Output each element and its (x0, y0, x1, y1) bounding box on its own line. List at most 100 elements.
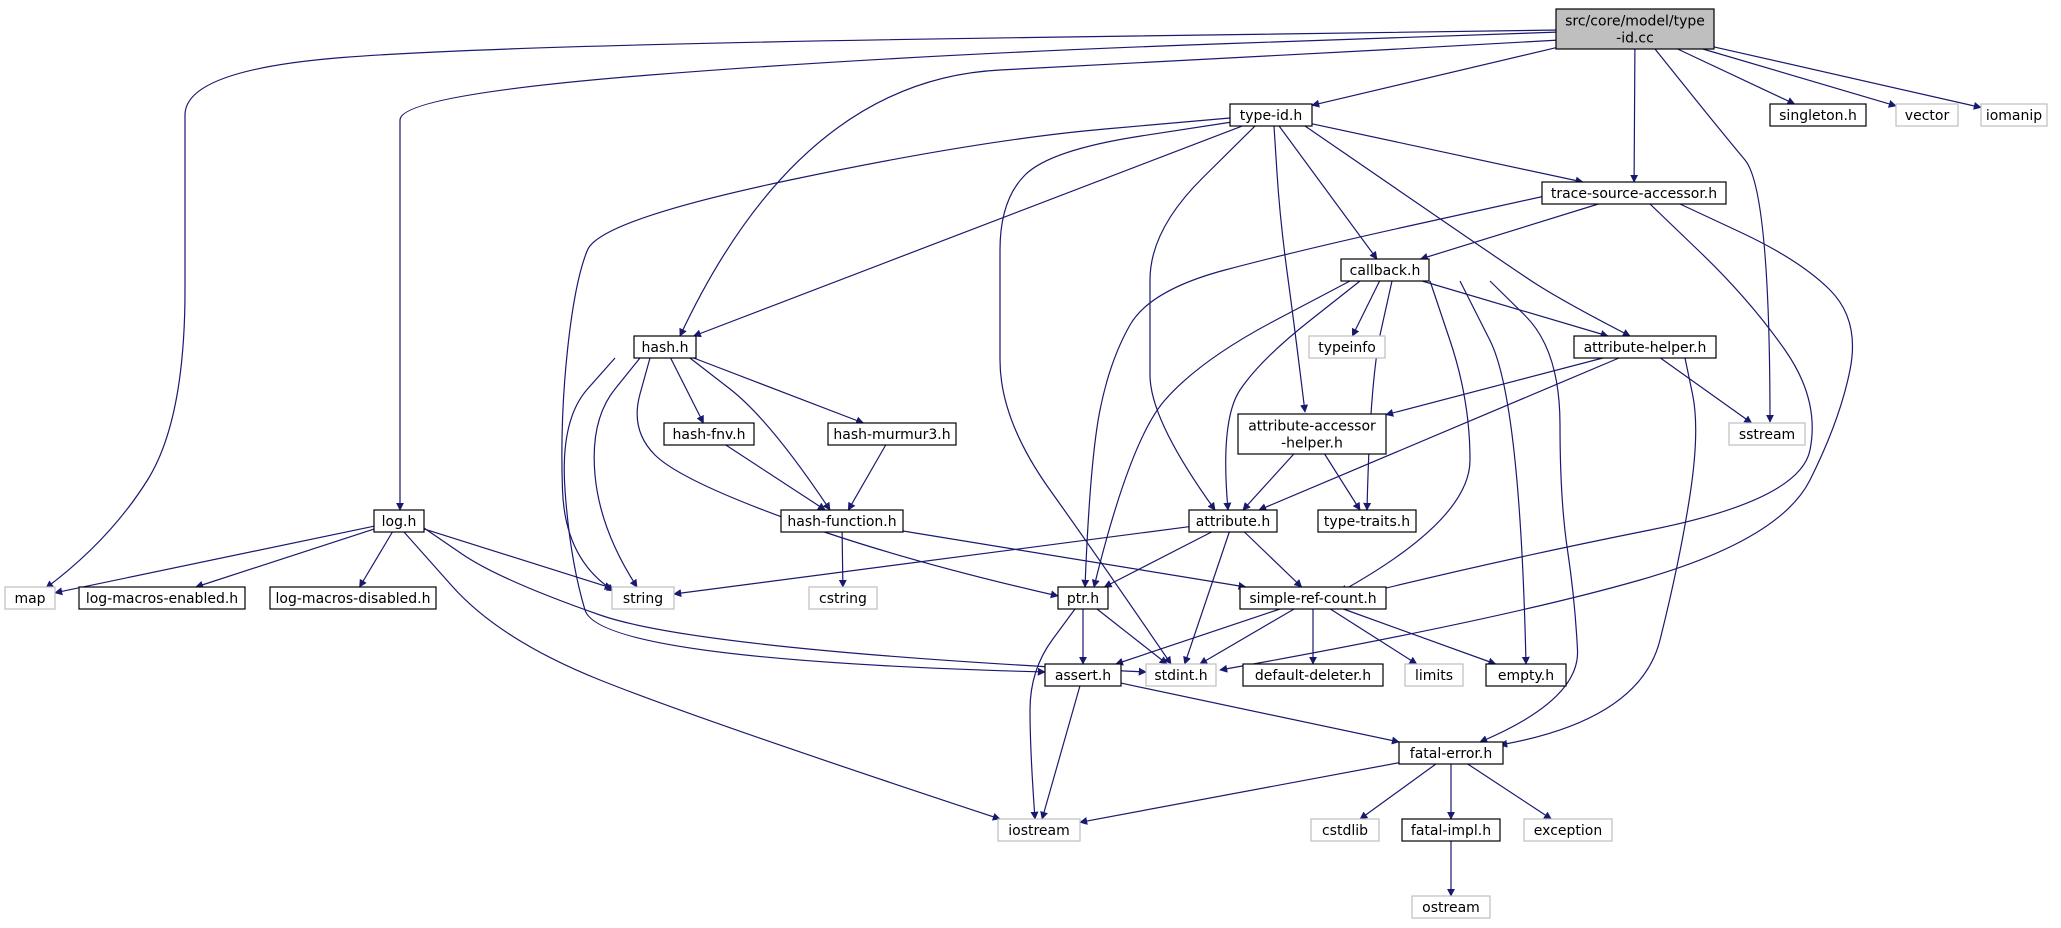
node-label-default-deleter: default-deleter.h (1255, 668, 1371, 684)
node-fatal-error[interactable]: fatal-error.h (1398, 741, 1504, 765)
node-ptr[interactable]: ptr.h (1057, 586, 1109, 610)
node-log-macros-disabled[interactable]: log-macros-disabled.h (269, 586, 437, 610)
node-exception: exception (1523, 818, 1613, 842)
edge-log-to-stdint (423, 527, 1147, 676)
edge-hash-to-hash-murmur3 (693, 357, 865, 425)
node-label-root-line-2: -id.cc (1616, 31, 1654, 47)
node-label-vector: vector (1905, 108, 1950, 124)
node-label-root-line-1: src/core/model/type (1565, 14, 1705, 30)
node-hash-murmur3[interactable]: hash-murmur3.h (827, 422, 957, 446)
node-assert[interactable]: assert.h (1044, 663, 1122, 687)
edge-root-to-singleton (1677, 48, 1796, 105)
node-label-limits: limits (1415, 668, 1453, 684)
node-label-stdint: stdint.h (1154, 668, 1207, 684)
node-default-deleter[interactable]: default-deleter.h (1242, 663, 1384, 687)
node-label-simple-ref-count: simple-ref-count.h (1249, 591, 1376, 607)
edge-hash-to-ptr (636, 357, 1059, 599)
node-label-ostream: ostream (1422, 900, 1480, 916)
edge-root-to-trace-source-accessor (1630, 48, 1639, 183)
edge-simple-ref-count-to-assert (1115, 608, 1281, 666)
node-box-fatal-impl (1401, 818, 1501, 842)
node-label-trace-source-accessor: trace-source-accessor.h (1551, 186, 1717, 202)
node-box-ostream (1411, 895, 1491, 919)
node-box-attribute (1188, 509, 1278, 533)
edge-log-to-log-macros-disabled (359, 531, 393, 588)
node-map: map (4, 586, 56, 610)
edge-root-to-sstream (1654, 48, 1774, 423)
node-box-root (1555, 8, 1715, 50)
node-cstring: cstring (808, 586, 878, 610)
edge-attribute-to-stdint (1183, 531, 1230, 665)
node-box-assert (1044, 663, 1122, 687)
node-box-cstring (808, 586, 878, 610)
node-box-limits (1404, 663, 1464, 687)
node-label-log-macros-enabled: log-macros-enabled.h (86, 591, 238, 607)
node-fatal-impl[interactable]: fatal-impl.h (1401, 818, 1501, 842)
node-label-sstream: sstream (1739, 427, 1795, 443)
edge-root-to-log (396, 31, 1561, 511)
edge-callback-to-type-traits (1363, 280, 1393, 511)
node-box-vector (1895, 103, 1959, 127)
edge-attribute-to-simple-ref-count (1243, 531, 1303, 588)
edge-assert-to-fatal-error (1120, 682, 1400, 745)
node-label-hash-fnv: hash-fnv.h (673, 427, 746, 443)
node-box-map (4, 586, 56, 610)
node-attribute[interactable]: attribute.h (1188, 509, 1278, 533)
node-attribute-accessor-helper[interactable]: attribute-accessor-helper.h (1237, 413, 1387, 455)
node-hash[interactable]: hash.h (633, 335, 697, 359)
node-box-log (373, 509, 425, 533)
node-label-attribute: attribute.h (1196, 514, 1270, 530)
node-label-attribute-accessor-helper-line-2: -helper.h (1281, 436, 1343, 452)
node-vector: vector (1895, 103, 1959, 127)
node-singleton[interactable]: singleton.h (1769, 103, 1867, 127)
edge-root-to-vector (1702, 48, 1897, 108)
edge-trace-source-accessor-to-callback (1419, 203, 1599, 261)
node-box-trace-source-accessor (1541, 181, 1727, 205)
edge-attribute-accessor-helper-to-type-traits (1324, 453, 1361, 511)
edge-hash-fnv-to-hash-function (725, 444, 826, 511)
edge-attribute-helper-to-attribute (1258, 357, 1620, 511)
node-root[interactable]: src/core/model/type-id.cc (1555, 8, 1715, 50)
node-iomanip: iomanip (1980, 103, 2048, 127)
node-box-sstream (1728, 422, 1806, 446)
node-log-macros-enabled[interactable]: log-macros-enabled.h (78, 586, 246, 610)
edge-log-to-string (423, 528, 613, 590)
node-label-type-id: type-id.h (1240, 108, 1302, 124)
node-string: string (611, 586, 675, 610)
edge-fatal-error-to-cstdlib (1359, 763, 1437, 820)
edge-callback-to-typeinfo (1351, 280, 1381, 337)
edge-simple-ref-count-to-stdint (1199, 608, 1295, 665)
node-hash-fnv[interactable]: hash-fnv.h (663, 422, 755, 446)
edge-log-to-log-macros-enabled (195, 528, 375, 589)
edge-attribute-accessor-helper-to-attribute (1242, 453, 1295, 511)
node-label-log-macros-disabled: log-macros-disabled.h (276, 591, 431, 607)
node-empty[interactable]: empty.h (1485, 663, 1567, 687)
node-label-hash: hash.h (642, 340, 689, 356)
node-sstream: sstream (1728, 422, 1806, 446)
node-type-id[interactable]: type-id.h (1229, 103, 1313, 127)
edge-log-to-map (54, 525, 375, 596)
node-box-type-traits (1317, 509, 1417, 533)
node-hash-function[interactable]: hash-function.h (780, 509, 904, 533)
node-log[interactable]: log.h (373, 509, 425, 533)
edge-hash-function-to-simple-ref-count (902, 530, 1247, 590)
edge-hash-to-hash-function (689, 357, 831, 511)
node-label-fatal-impl: fatal-impl.h (1411, 823, 1491, 839)
node-box-iomanip (1980, 103, 2048, 127)
edge-type-id-to-attribute-helper (1304, 125, 1631, 337)
edge-attribute-to-ptr (1103, 531, 1212, 588)
node-type-traits[interactable]: type-traits.h (1317, 509, 1417, 533)
node-box-log-macros-disabled (269, 586, 437, 610)
edge-callback-to-fatal-error (1479, 280, 1579, 743)
node-trace-source-accessor[interactable]: trace-source-accessor.h (1541, 181, 1727, 205)
node-attribute-helper[interactable]: attribute-helper.h (1573, 335, 1717, 359)
node-callback[interactable]: callback.h (1340, 258, 1430, 282)
node-label-hash-murmur3: hash-murmur3.h (833, 427, 950, 443)
node-simple-ref-count[interactable]: simple-ref-count.h (1239, 586, 1387, 610)
node-box-attribute-accessor-helper (1237, 413, 1387, 455)
edge-hash-to-string (593, 357, 641, 588)
node-label-callback: callback.h (1350, 263, 1421, 279)
edge-attribute-helper-to-fatal-error (1499, 357, 1697, 748)
edge-type-id-to-trace-source-accessor (1311, 123, 1584, 185)
edge-ptr-to-stdint (1096, 608, 1168, 665)
